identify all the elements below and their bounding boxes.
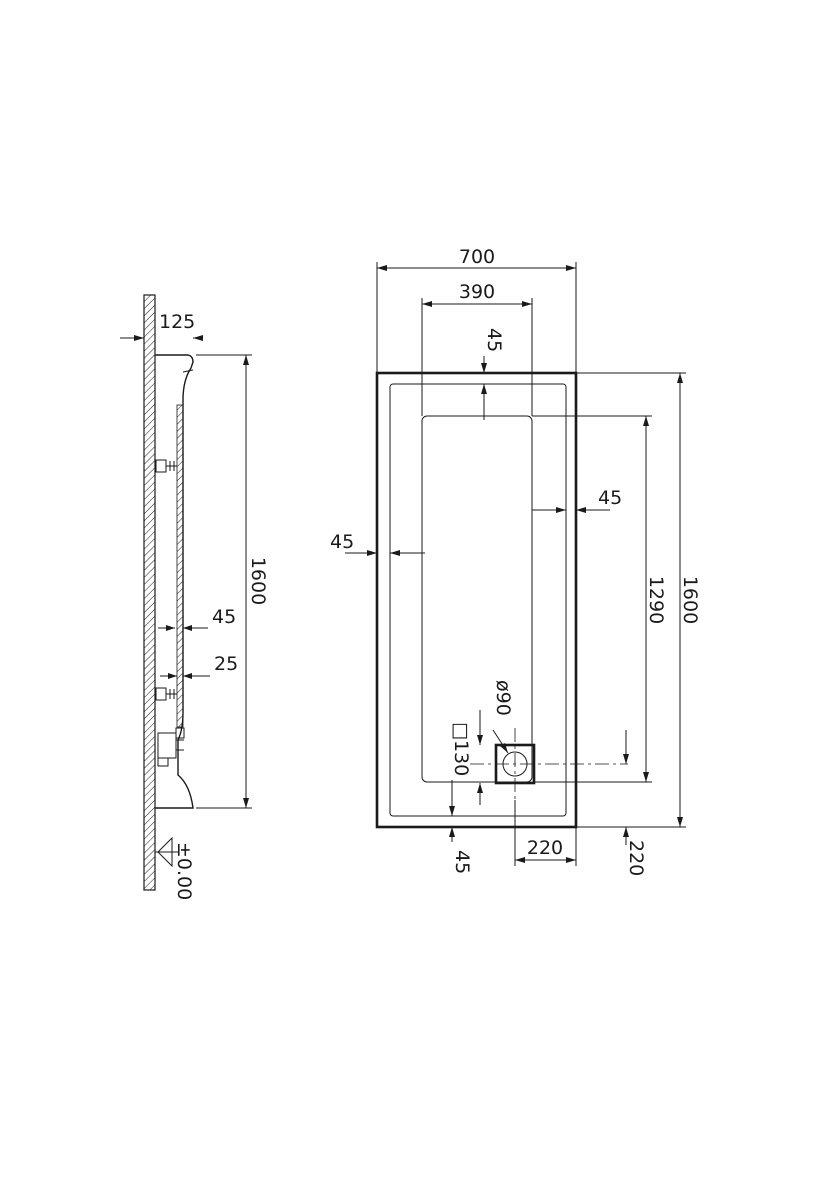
- plan-width-label: 700: [459, 246, 495, 268]
- plan-inner-width-label: 390: [459, 281, 495, 303]
- plan-view: 700 390 45 45 45 1290: [330, 246, 701, 876]
- tray-outline: [375, 371, 578, 829]
- plan-bottom-margin-label: 45: [451, 850, 473, 874]
- drain-diameter-label: ø90: [492, 680, 514, 716]
- side-length-label: 1600: [247, 557, 269, 605]
- plan-inner-length-label: 1290: [645, 576, 667, 624]
- tray-rim: [389, 383, 567, 817]
- drain-y-label: 220: [625, 840, 647, 876]
- side-rim-label: 45: [212, 606, 236, 628]
- leg-upper: [155, 459, 177, 473]
- plan-top-margin-label: 45: [483, 328, 505, 352]
- side-depth-label: 125: [159, 311, 195, 333]
- plan-right-margin-label: 45: [598, 487, 622, 509]
- wall-section: [143, 294, 156, 891]
- drain-x-label: 220: [527, 837, 563, 859]
- drain-siphon: [157, 727, 185, 767]
- plan-left-margin-label: 45: [330, 531, 354, 553]
- side-step-label: 25: [214, 653, 238, 675]
- floor-level-marker: [155, 836, 178, 868]
- side-view: 125 1600 45 25 ±0.00: [120, 294, 269, 900]
- tray-lining: [176, 404, 184, 728]
- leg-lower: [155, 687, 177, 701]
- drain-box-label: □130: [450, 722, 472, 776]
- tray-basin: [421, 415, 533, 783]
- plan-length-label: 1600: [679, 576, 701, 624]
- tray-profile: [155, 354, 194, 809]
- floor-level-label: ±0.00: [173, 842, 195, 900]
